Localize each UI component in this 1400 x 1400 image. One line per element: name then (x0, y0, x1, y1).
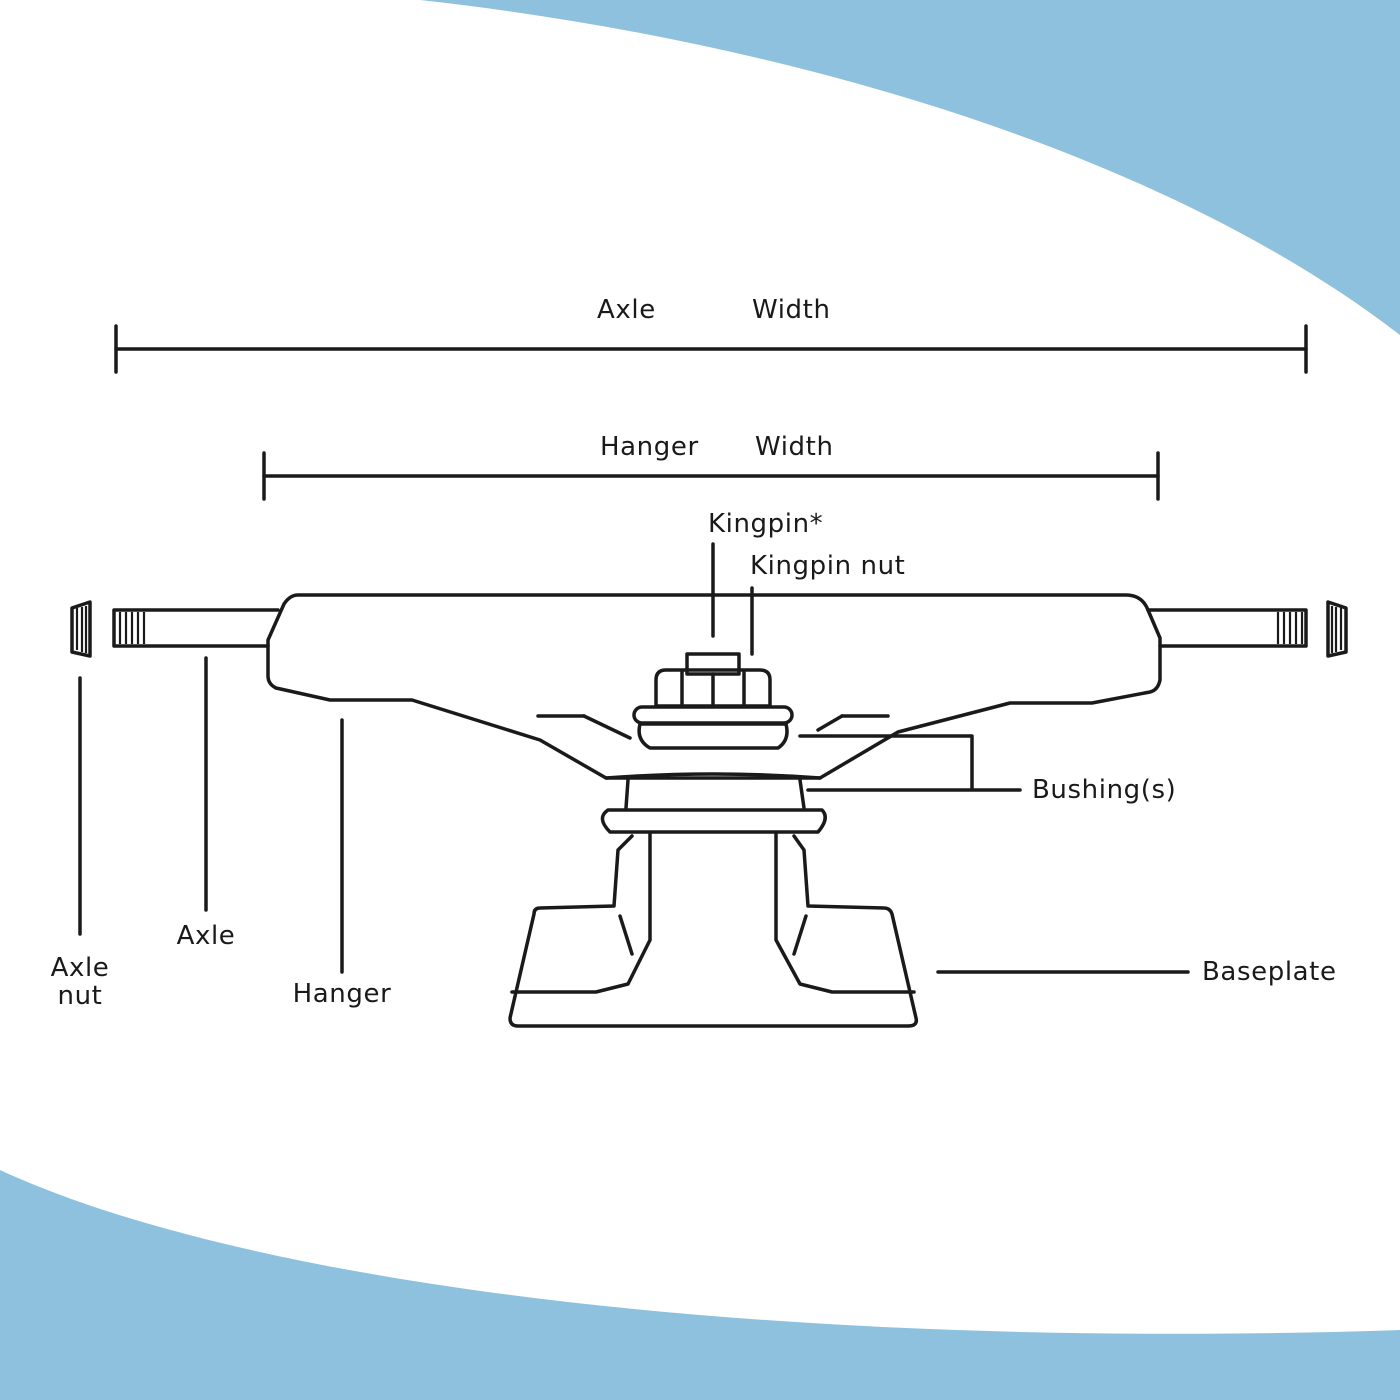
kingpin-nut-label: Kingpin nut (750, 551, 905, 581)
axle-width-label-2: Width (752, 295, 831, 325)
axle-nut-left (70, 600, 92, 658)
axle-width-dimension: Axle Width (114, 295, 1308, 374)
axle-nut-label-2: nut (58, 981, 103, 1011)
hanger-width-dimension: Hanger Width (262, 432, 1160, 501)
kingpin-label: Kingpin* (708, 509, 823, 539)
axle-width-label-1: Axle (597, 295, 656, 325)
washer-right-slope (816, 714, 844, 732)
baseplate-label: Baseplate (1202, 957, 1337, 987)
hanger-label: Hanger (293, 979, 392, 1009)
bushings-label: Bushing(s) (1032, 775, 1176, 805)
kingpin-assembly (654, 652, 772, 708)
top-bushing (632, 705, 794, 750)
washer-left-slope (582, 714, 632, 740)
axle-nut-right (1326, 600, 1348, 658)
bottom-band (0, 1170, 1400, 1400)
bushings-leader (798, 734, 1022, 792)
axle-nut-label-1: Axle (51, 953, 110, 983)
axle-label: Axle (177, 921, 236, 951)
baseplate (508, 832, 919, 1028)
hanger-underside (604, 772, 822, 780)
hanger-width-label-1: Hanger (600, 432, 699, 462)
top-right-band (420, 0, 1400, 335)
axle-left (112, 608, 280, 648)
hanger-width-label-2: Width (755, 432, 834, 462)
lower-bushing (600, 778, 827, 834)
axle-right (1146, 608, 1308, 648)
